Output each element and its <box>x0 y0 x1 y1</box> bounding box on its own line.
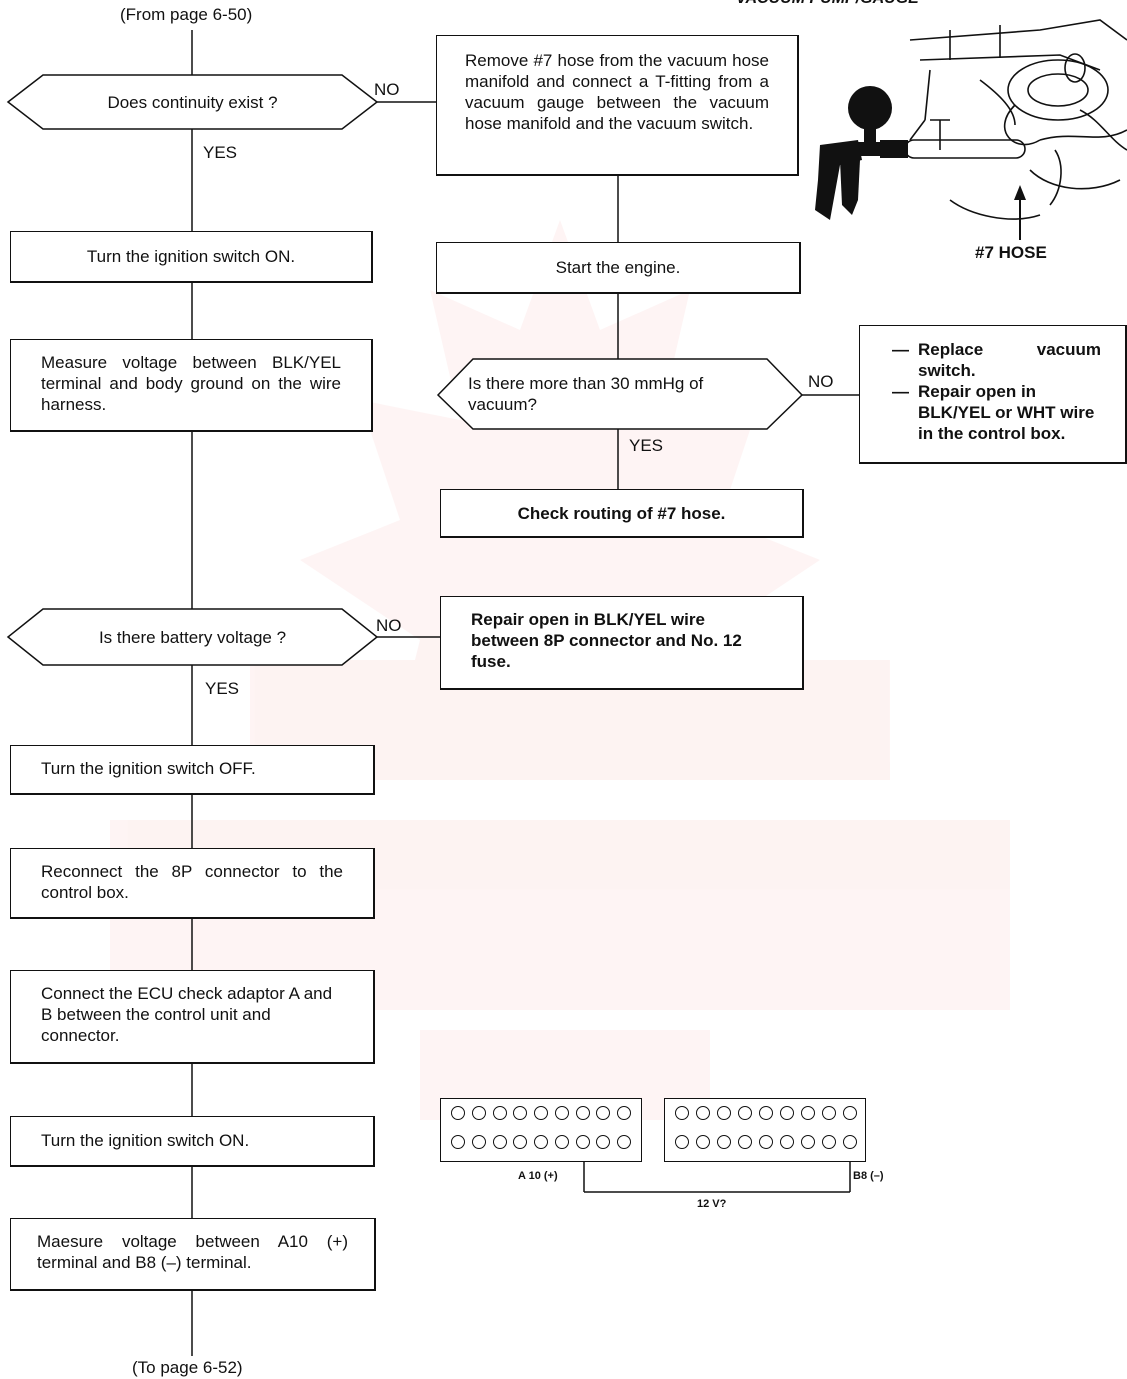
yes-label: YES <box>205 679 240 698</box>
yes-label: YES <box>629 436 664 455</box>
connector-pin <box>596 1106 611 1120</box>
connector-pin <box>738 1135 752 1149</box>
connector-pin <box>534 1106 548 1120</box>
connector-pin <box>822 1106 836 1120</box>
connector-pin <box>717 1106 731 1120</box>
connector-a-row-2 <box>451 1132 631 1152</box>
step-measure-voltage: Measure voltage between BLK/YEL terminal… <box>10 339 373 432</box>
action-repair-blkyel-wire: Repair open in BLK/YEL wire between 8P c… <box>440 596 804 690</box>
no-label: NO <box>374 80 400 99</box>
connector-pin <box>596 1135 611 1149</box>
connector-pin <box>617 1135 631 1149</box>
connector-pin <box>554 1135 569 1149</box>
connector-pin <box>801 1106 815 1120</box>
connector-pin <box>513 1106 528 1120</box>
connector-pin <box>575 1135 590 1149</box>
connector-b-row-2 <box>675 1132 857 1152</box>
decision-battery-voltage: Is there battery voltage ? <box>98 627 287 647</box>
connector-pin <box>717 1135 731 1149</box>
action-repair-open-wire: Repair open in BLK/YEL or WHT wire in th… <box>892 381 1101 444</box>
step-measure-a10-b8: Maesure voltage between A10 (+) terminal… <box>10 1218 376 1291</box>
action-replace-repair: Replace vacuum switch. Repair open in BL… <box>859 325 1127 464</box>
connector-pin <box>759 1135 773 1149</box>
connector-label-a10: A 10 (+) <box>518 1170 558 1182</box>
step-check-routing: Check routing of #7 hose. <box>440 489 804 538</box>
to-page-ref: (To page 6-52) <box>132 1358 243 1377</box>
connector-measure-label: 12 V? <box>697 1198 727 1210</box>
connector-pin <box>675 1135 689 1149</box>
connector-b-row-1 <box>675 1103 857 1123</box>
connector-pin <box>780 1106 794 1120</box>
connector-pin <box>617 1106 631 1120</box>
connector-pin <box>534 1135 548 1149</box>
step-turn-ignition-on: Turn the ignition switch ON. <box>10 231 373 283</box>
action-list: Replace vacuum switch. Repair open in BL… <box>892 339 1101 444</box>
connector-pin <box>696 1106 710 1120</box>
step-remove-hose: Remove #7 hose from the vacuum hose mani… <box>436 35 799 176</box>
illustration-caption: VACUUM PUMP/GAUGE <box>736 0 919 9</box>
connector-pin <box>471 1135 486 1149</box>
connector-pin <box>513 1135 528 1149</box>
decision-battery-shape <box>6 608 379 666</box>
connector-pin <box>759 1106 773 1120</box>
connector-pin <box>696 1135 710 1149</box>
connector-pin <box>801 1135 815 1149</box>
connector-label-b8: B8 (–) <box>853 1170 884 1182</box>
connector-a <box>440 1098 642 1162</box>
connector-pin <box>843 1106 857 1120</box>
connector-pin <box>675 1106 689 1120</box>
connector-pin <box>451 1106 465 1120</box>
connector-pin <box>492 1135 507 1149</box>
step-start-engine: Start the engine. <box>436 242 801 294</box>
step-connect-ecu-adaptor: Connect the ECU check adaptor A and B be… <box>10 970 375 1064</box>
step-reconnect-8p: Reconnect the 8P connector to the contro… <box>10 848 375 919</box>
illustration-hose-callout: #7 HOSE <box>975 243 1047 262</box>
connector-pin <box>780 1135 794 1149</box>
decision-continuity: Does continuity exist ? <box>107 92 278 112</box>
step-turn-ignition-off: Turn the ignition switch OFF. <box>10 745 375 795</box>
connector-pin <box>822 1135 836 1149</box>
yes-label: YES <box>203 143 238 162</box>
no-label: NO <box>376 616 402 635</box>
step-turn-ignition-on-2: Turn the ignition switch ON. <box>10 1116 375 1167</box>
connector-pin <box>738 1106 752 1120</box>
connector-pin <box>492 1106 507 1120</box>
decision-vacuum: Is there more than 30 mmHg of vacuum? <box>468 374 704 414</box>
no-label: NO <box>808 372 834 391</box>
decision-vacuum-shape <box>436 358 804 430</box>
action-replace-vacuum-switch: Replace vacuum switch. <box>892 339 1101 381</box>
connector-b <box>664 1098 866 1162</box>
from-page-ref: (From page 6-50) <box>120 5 253 24</box>
vacuum-pump-illustration <box>815 19 1127 240</box>
connector-pin <box>471 1106 486 1120</box>
connector-a-row-1 <box>451 1103 631 1123</box>
connector-pin <box>575 1106 590 1120</box>
connector-pin <box>843 1135 857 1149</box>
decision-continuity-shape <box>6 74 379 130</box>
connector-pin <box>451 1135 465 1149</box>
connector-pin <box>554 1106 569 1120</box>
